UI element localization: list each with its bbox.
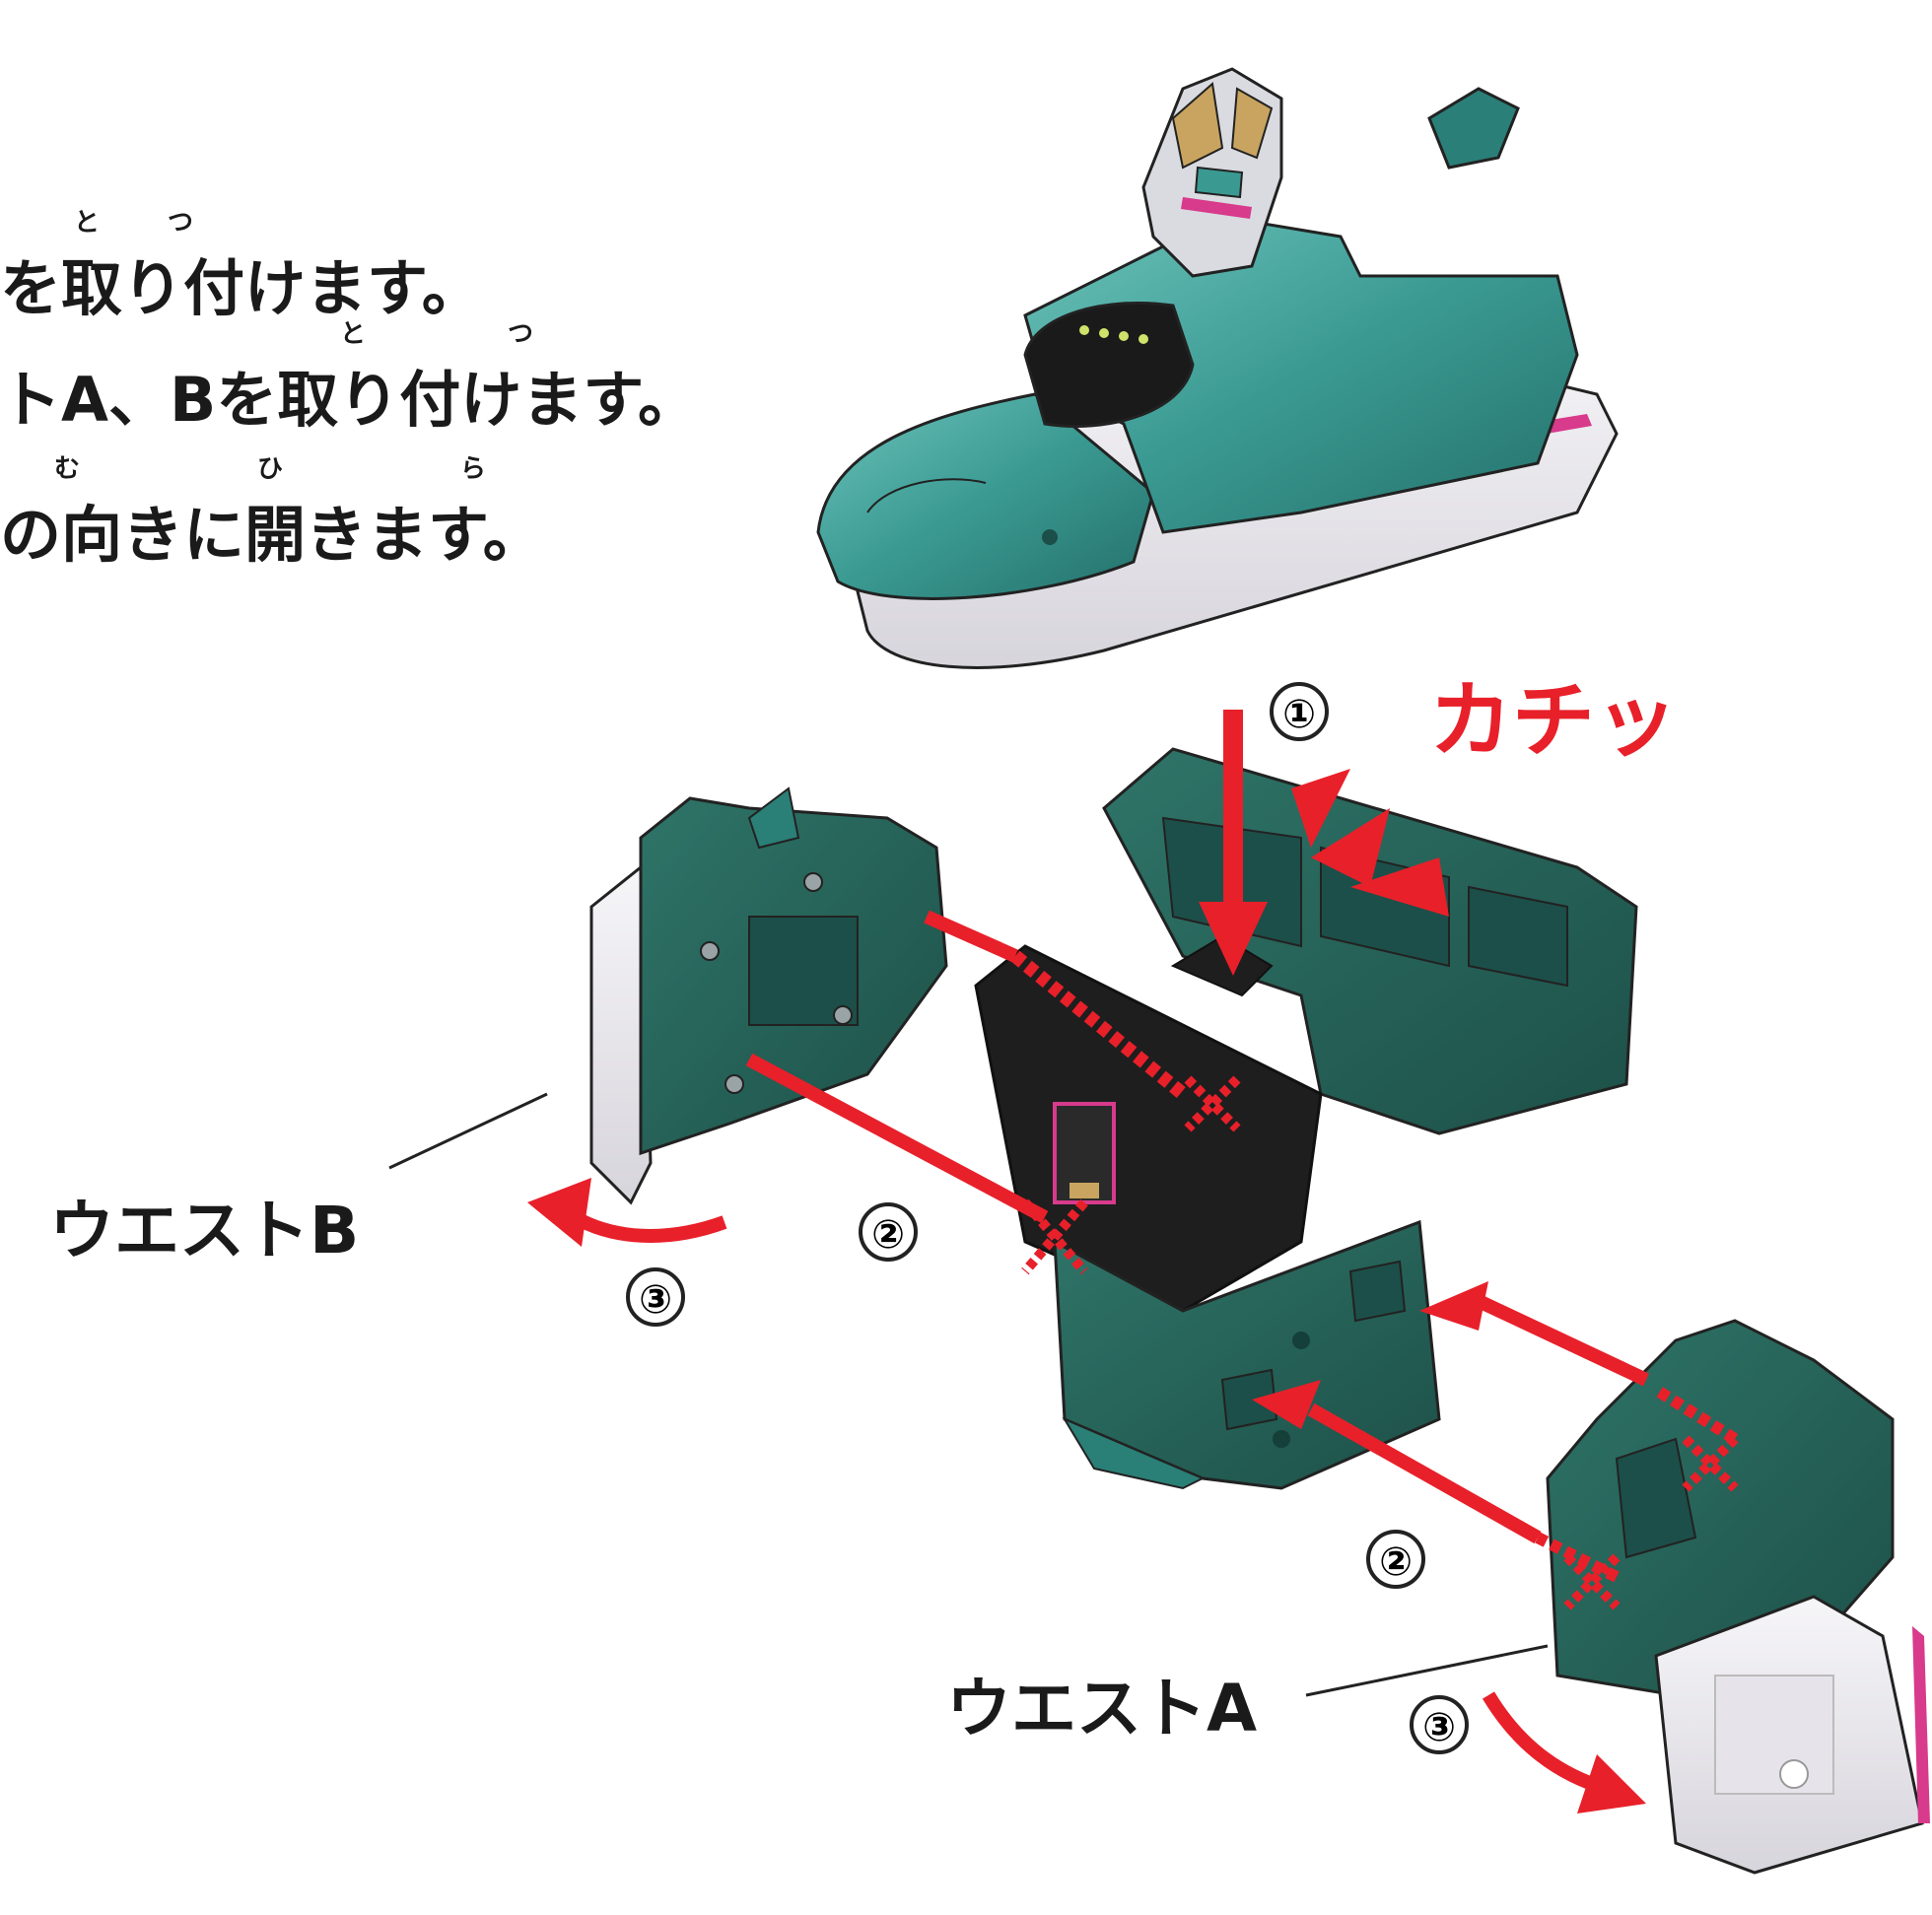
x-mark-icon xyxy=(1021,1198,1088,1275)
step-1-label: ① xyxy=(1282,692,1316,737)
instruction-text-1: を取り付けます。 xyxy=(0,252,483,324)
step-3-marker-left: ③ xyxy=(626,1267,685,1327)
ruby-hira: ひら xyxy=(257,454,664,484)
instruction-text-3: の向きに開きます。 xyxy=(0,499,544,571)
instruction-line-1: とつ を取り付けます。 xyxy=(0,202,483,327)
insertion-arrows xyxy=(527,710,1739,1813)
x-mark-icon xyxy=(1184,1075,1241,1132)
click-burst-icon xyxy=(1291,769,1449,917)
body-core-part xyxy=(974,747,1638,1490)
instruction-line-3: むひら の向きに開きます。 xyxy=(0,448,663,574)
waist-a-upper-arrow xyxy=(1419,1281,1739,1492)
step-2-marker-right: ② xyxy=(1366,1530,1425,1589)
rotate-arrow-right xyxy=(1482,1691,1646,1813)
waist-b-upper-arrow xyxy=(924,910,1241,1132)
ruby-to: と xyxy=(74,208,168,238)
ruby-mu: む xyxy=(54,454,258,484)
x-mark-icon xyxy=(1682,1435,1739,1492)
waist-a-leader-line xyxy=(1305,1644,1549,1697)
ruby-tsu: つ xyxy=(167,208,262,238)
instruction-line-2: とつ トA、Bを取り付けます。 xyxy=(0,313,699,439)
waist-b-label: ウエストB xyxy=(49,1193,360,1268)
step-1-marker: ① xyxy=(1270,682,1329,741)
rotate-arrow-left xyxy=(527,1178,727,1247)
step-3-label: ③ xyxy=(1422,1705,1456,1750)
ruby-tsu: つ xyxy=(507,319,676,349)
waist-a-label: ウエストA xyxy=(946,1671,1258,1746)
waist-b-part xyxy=(589,787,948,1205)
step-2-label: ② xyxy=(871,1212,905,1258)
step-2-label: ② xyxy=(1379,1539,1413,1585)
step-3-label: ③ xyxy=(639,1277,672,1323)
train-robot-part xyxy=(816,67,1619,669)
instruction-text-2: トA、Bを取り付けます。 xyxy=(0,364,700,436)
waist-a-part xyxy=(1546,1319,1930,1875)
waist-b-lower-arrow xyxy=(745,1053,1088,1275)
step1-down-arrow xyxy=(1199,710,1268,976)
ruby-to: と xyxy=(340,319,508,349)
click-sfx-text: カチッ xyxy=(1429,672,1678,769)
waist-a-lower-arrow xyxy=(1252,1380,1621,1610)
step-2-marker-left: ② xyxy=(859,1202,918,1262)
waist-b-leader-line xyxy=(388,1092,548,1170)
x-mark-icon xyxy=(1563,1553,1621,1610)
step-3-marker-right: ③ xyxy=(1410,1695,1469,1754)
